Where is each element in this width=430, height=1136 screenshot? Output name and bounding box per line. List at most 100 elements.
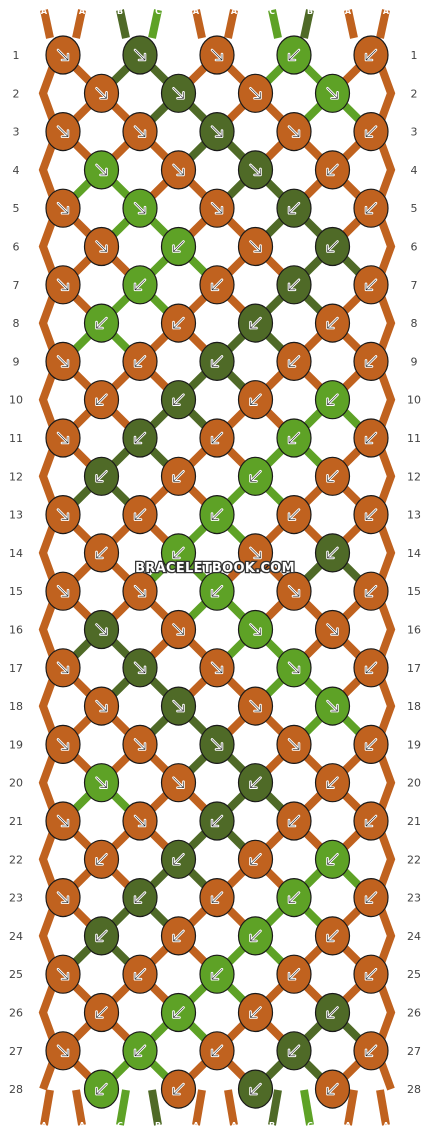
arrow-outline [211,432,223,444]
arrow-outline [96,700,107,712]
knot [237,533,274,573]
knot [237,1069,274,1109]
knot [45,341,81,381]
arrow-outline [288,739,300,750]
arrow-outline [327,1007,338,1018]
arrow-outline [250,624,261,635]
top-string-label: B [307,7,313,16]
top-string-end [192,9,206,39]
arrow-outline [327,1083,338,1095]
top-string-end [148,9,162,39]
knot [199,341,235,381]
knot [45,648,81,688]
arrow-outline [211,1045,223,1057]
knot [276,35,312,75]
knot [237,992,274,1033]
knot [199,35,235,75]
arrow-outline [96,777,107,789]
row-number-left: 19 [9,738,23,751]
string-ends [40,9,390,1126]
arrow-outline [327,853,338,865]
arrow-outline [365,892,377,903]
knot [353,265,389,305]
arrow-outline [96,88,107,99]
left-edge-thread [38,53,62,1091]
knot [45,112,81,152]
knot [122,571,158,611]
knot [83,916,120,956]
knot [122,494,158,535]
knot [276,341,312,381]
bottom-string-label: A [231,1121,238,1130]
arrow-outline [96,394,107,406]
knot [237,686,274,726]
arrow-outline [173,777,184,789]
knot [45,188,81,228]
arrow-outline [288,1045,300,1057]
knot [314,1069,351,1109]
row-number-right: 18 [407,700,421,713]
knot [122,801,158,841]
knot [199,954,235,994]
arrow-outline [173,853,184,865]
row-number-left: 12 [9,470,23,483]
row-number-right: 10 [407,394,421,407]
knot [314,73,351,113]
arrow-outline [134,892,146,903]
knot [314,456,351,496]
row-number-left: 14 [9,547,23,560]
knot [83,992,120,1033]
knot [45,877,81,918]
knot-grid [45,35,389,1109]
bottom-string-end [268,1089,282,1126]
row-number-right: 12 [407,470,421,483]
knot [276,188,312,228]
top-string-end [344,9,358,39]
bottom-string-end [148,1089,162,1126]
bottom-string-label: A [345,1121,352,1130]
arrow-outline [134,739,146,750]
knot [160,380,197,420]
knot [237,456,274,496]
row-number-right: 7 [411,279,418,292]
knot [353,341,389,381]
knot [83,839,120,879]
arrow-outline [250,241,261,252]
arrow-outline [173,624,184,635]
knot [122,418,158,458]
knot [45,265,81,305]
knot [353,1031,389,1071]
arrow-outline [134,279,146,291]
arrow-outline [173,164,184,176]
arrow-outline [57,356,69,367]
top-string-label: B [117,7,123,16]
knot [83,73,120,113]
knot [83,456,120,496]
knot [314,763,351,803]
bottom-string-end [300,1089,314,1126]
arrow-outline [57,279,69,291]
row-number-right: 22 [407,853,421,866]
arrow-outline [327,164,338,176]
arrow-outline [288,662,300,674]
arrow-outline [365,1045,377,1057]
knot [237,226,274,267]
arrow-outline [173,88,184,99]
row-number-right: 17 [407,662,421,675]
knot [199,494,235,535]
knot [276,571,312,611]
row-number-right: 8 [411,317,418,330]
bottom-string-end [116,1089,130,1126]
knot [45,571,81,611]
arrow-outline [96,624,107,635]
arrow-outline [211,815,223,827]
arrow-outline [134,968,146,980]
edge-threads [38,53,396,1091]
arrow-outline [173,394,184,406]
arrow-outline [288,126,300,137]
arrow-outline [96,1007,107,1018]
knot [45,494,81,535]
